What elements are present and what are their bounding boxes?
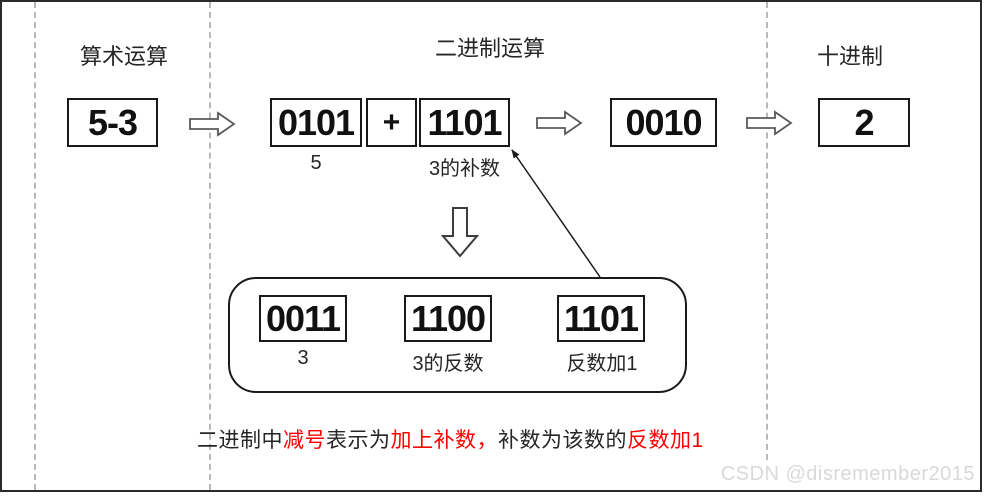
expression-box: 5-3 <box>67 98 158 147</box>
section-title-decimal: 十进制 <box>816 44 883 69</box>
operand1-label: 5 <box>310 152 322 174</box>
right-arrow-icon <box>746 110 793 136</box>
complement-step-box: 1100 <box>404 295 492 342</box>
down-arrow-icon <box>441 207 479 258</box>
watermark: CSDN @disremember2015 <box>714 460 979 490</box>
note-segment: 补数为该数的 <box>498 429 627 452</box>
note-segment: 反数加1 <box>627 429 704 452</box>
binary-result-box: 0010 <box>610 98 717 147</box>
complement-step-label: 3的反数 <box>412 353 484 375</box>
complement-step-label: 3 <box>297 347 309 369</box>
section-title-binary: 二进制运算 <box>434 36 545 61</box>
operand2-box: 1101 <box>419 98 510 147</box>
complement-step-box: 1101 <box>557 295 645 342</box>
operand2-label: 3的补数 <box>428 158 501 180</box>
complement-step-box: 0011 <box>259 295 347 342</box>
right-arrow-icon <box>189 111 236 137</box>
operand1-box: 0101 <box>270 98 362 147</box>
note-segment: 加上补数， <box>390 429 498 452</box>
operator-box: + <box>366 98 417 147</box>
right-arrow-icon <box>536 110 583 136</box>
decimal-result-box: 2 <box>818 98 910 147</box>
note-segment: 减号 <box>283 429 326 452</box>
complement-group-box: 0011 1100 1101 3 3的反数 反数加1 <box>228 277 687 393</box>
dashed-separator-middle <box>209 2 211 490</box>
note-segment: 二进制中 <box>197 429 283 452</box>
pointer-arrow-icon <box>511 149 601 278</box>
dashed-separator-right <box>766 2 768 490</box>
complement-step-label: 反数加1 <box>566 353 638 375</box>
explanation-note: 二进制中减号表示为加上补数，补数为该数的反数加1 <box>197 424 704 454</box>
section-title-arithmetic: 算术运算 <box>79 44 168 69</box>
dashed-separator-left <box>34 2 36 490</box>
note-segment: 表示为 <box>326 429 391 452</box>
